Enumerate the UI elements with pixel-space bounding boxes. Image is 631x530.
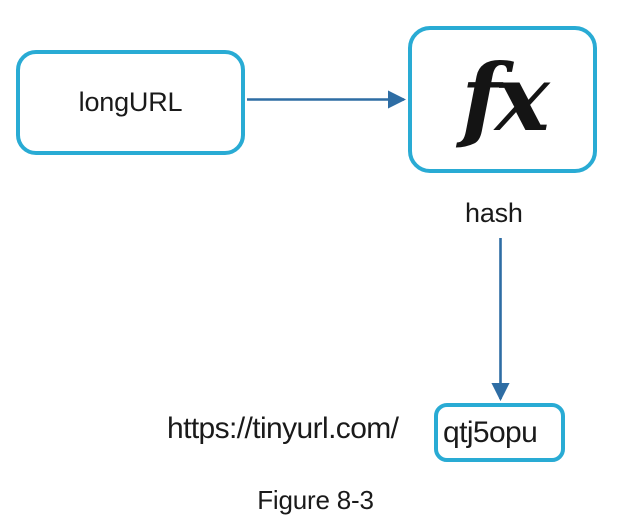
hash-edge-label: hash: [465, 198, 523, 228]
function-fx-icon: fx: [461, 43, 549, 152]
long-url-box[interactable]: longURL: [16, 50, 245, 155]
hash-function-box[interactable]: fx: [408, 26, 597, 173]
hash-value-label: qtj5opu: [443, 415, 538, 449]
figure-caption: Figure 8-3: [257, 485, 374, 515]
long-url-label: longURL: [78, 87, 183, 117]
url-prefix-label: https://tinyurl.com/: [167, 412, 399, 445]
hash-value-box[interactable]: qtj5opu: [434, 403, 565, 462]
